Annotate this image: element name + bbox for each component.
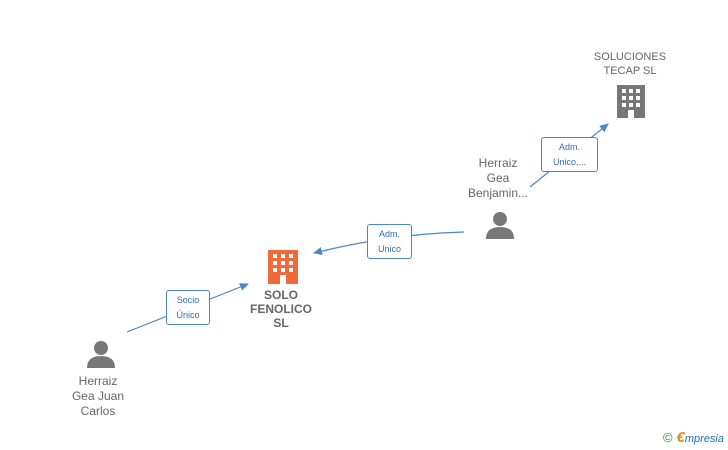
edge-label-socio-unico[interactable]: Socio Único <box>166 290 210 325</box>
edge-label-adm-unico[interactable]: Adm. Unico <box>367 224 412 259</box>
brand-logo-text: mpresia <box>684 433 724 445</box>
edge-label-adm-unico-more[interactable]: Adm. Unico,... <box>541 137 598 172</box>
building-icon[interactable] <box>617 85 645 118</box>
company-name-center[interactable]: SOLO FENOLICO SL <box>250 288 312 330</box>
person-icon[interactable] <box>87 341 115 368</box>
brand-logo-initial: € <box>676 429 685 446</box>
building-icon[interactable] <box>268 250 298 284</box>
person-icon[interactable] <box>486 212 514 239</box>
person-name-right[interactable]: Herraiz Gea Benjamin... <box>467 156 529 200</box>
company-name-top[interactable]: SOLUCIONES TECAP SL <box>593 51 667 77</box>
copyright-symbol: © <box>662 430 673 445</box>
brand-footer: ©€mpresia <box>662 429 724 446</box>
person-name-left[interactable]: Herraiz Gea Juan Carlos <box>71 374 125 418</box>
